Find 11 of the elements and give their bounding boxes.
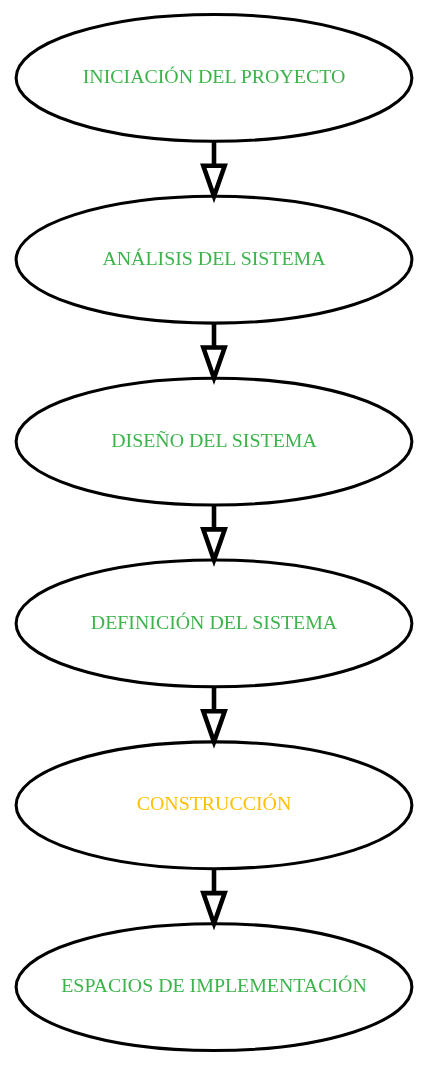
node-ellipse: DISEÑO DEL SISTEMA <box>14 376 413 507</box>
node-ellipse: ANÁLISIS DEL SISTEMA <box>14 194 413 325</box>
node-ellipse: ESPACIOS DE IMPLEMENTACIÓN <box>14 922 413 1053</box>
arrow <box>199 141 228 204</box>
arrow <box>199 868 228 931</box>
node-ellipse: CONSTRUCCIÓN <box>14 740 413 871</box>
arrow <box>199 323 228 386</box>
arrow <box>199 505 228 567</box>
arrow <box>199 686 228 749</box>
node-ellipse: INICIACIÓN DEL PROYECTO <box>14 12 413 143</box>
node-ellipse: DEFINICIÓN DEL SISTEMA <box>14 558 413 689</box>
